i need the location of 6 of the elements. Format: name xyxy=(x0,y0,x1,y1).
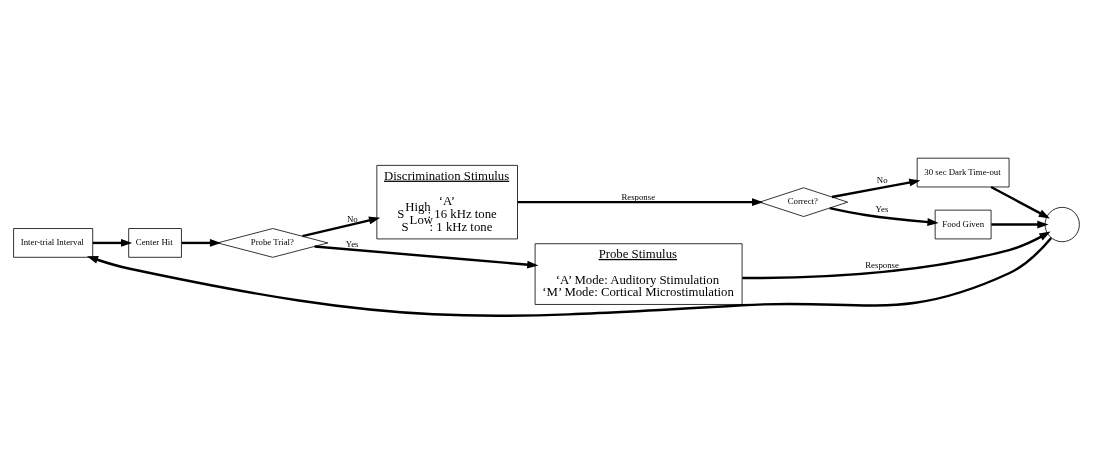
edge-label: Response xyxy=(865,260,899,271)
edge-label: No xyxy=(346,213,358,224)
edge-label: Response xyxy=(621,191,656,202)
edge-label: Yes xyxy=(345,238,359,249)
edge-label: Yes xyxy=(875,204,889,215)
edge-label: No xyxy=(876,174,888,185)
